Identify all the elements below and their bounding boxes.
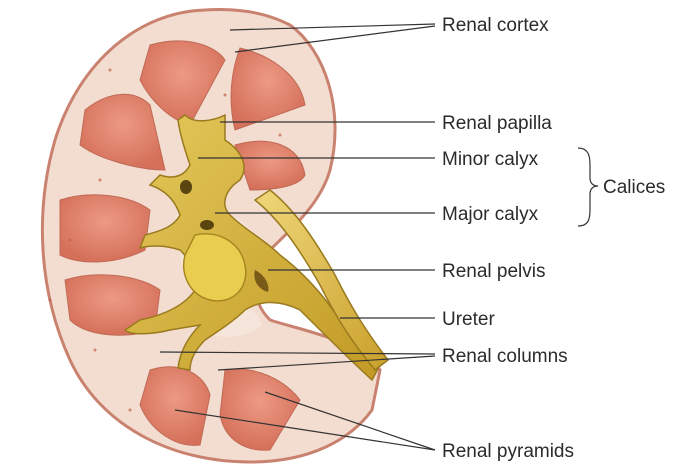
calices-brace (578, 148, 598, 226)
label-renal-pyramids: Renal pyramids (442, 441, 574, 462)
label-renal-pelvis: Renal pelvis (442, 261, 546, 282)
label-major-calyx: Major calyx (442, 204, 539, 225)
label-calices: Calices (603, 177, 665, 198)
label-minor-calyx: Minor calyx (442, 149, 539, 170)
label-renal-cortex: Renal cortex (442, 15, 549, 36)
label-renal-columns: Renal columns (442, 346, 568, 367)
pyramid (60, 195, 150, 262)
label-renal-papilla: Renal papilla (442, 113, 552, 134)
labels: Renal cortex Renal papilla Minor calyx M… (442, 15, 665, 462)
label-ureter: Ureter (442, 309, 495, 330)
